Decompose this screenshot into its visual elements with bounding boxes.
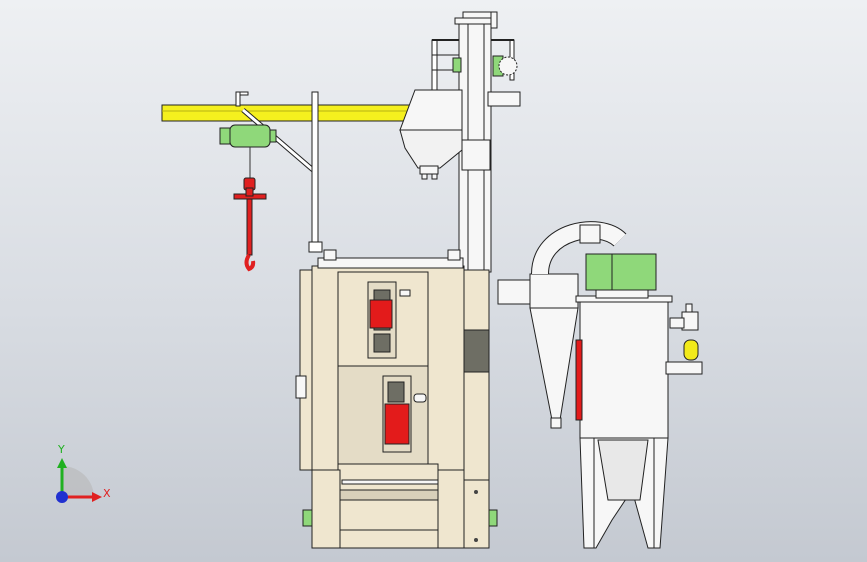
separator-hopper[interactable] <box>399 89 491 180</box>
dust-collector[interactable] <box>575 253 673 549</box>
coordinate-triad-icon <box>56 458 102 503</box>
hoist-hook[interactable] <box>233 177 267 272</box>
beam-support-strut[interactable] <box>241 91 323 253</box>
axis-x-label: X <box>103 487 111 500</box>
monorail-beam[interactable] <box>161 91 418 122</box>
lower-inspection-door[interactable] <box>382 375 427 453</box>
axis-y-label: Y <box>57 443 65 456</box>
cyclone-separator[interactable] <box>497 221 627 429</box>
electric-hoist[interactable] <box>219 124 277 178</box>
pulse-valve-assembly[interactable] <box>665 303 703 375</box>
upper-inspection-door[interactable] <box>367 281 411 359</box>
